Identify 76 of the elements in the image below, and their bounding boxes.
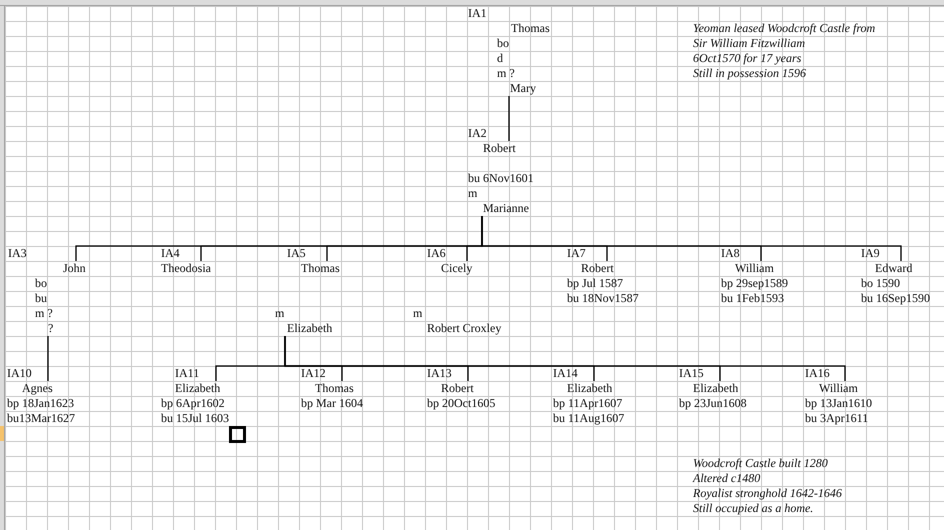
descent-line [284,336,846,381]
person-name: Elizabeth [567,381,612,396]
record-id: IA11 [175,366,200,381]
record-id: IA4 [161,246,180,261]
record-id: IA14 [553,366,578,381]
history-note: Still in possession 1596 [693,66,806,81]
record-id: m ? [35,306,53,321]
descent-line [481,216,902,261]
person-name: John [63,261,86,276]
history-note: Altered c1480 [693,471,760,486]
record-id: IA6 [427,246,446,261]
history-note: Royalist stronghold 1642-1646 [693,486,842,501]
record-id: m [275,306,284,321]
person-name: Agnes [22,381,53,396]
record-id: m ? [497,66,515,81]
date-entry: bp Jul 1587 [567,276,624,291]
record-id: IA7 [567,246,586,261]
record-id: IA5 [287,246,306,261]
record-id: m [413,306,422,321]
person-name: Elizabeth [693,381,738,396]
person-name: Robert Croxley [427,321,502,336]
descent-line [508,96,510,141]
person-name: Thomas [315,381,354,396]
history-note: Sir William Fitzwilliam [693,36,806,51]
person-name: Robert [483,141,516,156]
date-entry: bp 23Jun1608 [679,396,747,411]
date-entry: bu 1Feb1593 [721,291,784,306]
record-id: IA9 [861,246,880,261]
person-name: William [735,261,774,276]
record-id: IA13 [427,366,452,381]
record-id: IA15 [679,366,704,381]
descent-line [47,336,49,381]
date-entry: bo [497,36,509,51]
person-name: William [819,381,858,396]
history-note: Woodcroft Castle built 1280 [693,456,828,471]
record-id: IA10 [7,366,32,381]
record-id: IA2 [468,126,487,141]
history-note: Still occupied as a home. [693,501,814,516]
record-id: IA3 [8,246,27,261]
date-entry: d [497,51,503,66]
date-entry: bp 6Apr1602 [161,396,225,411]
date-entry: bp 13Jan1610 [805,396,872,411]
date-entry: bp Mar 1604 [301,396,363,411]
record-id: IA16 [805,366,830,381]
person-name: Elizabeth [175,381,220,396]
person-name: Theodosia [161,261,211,276]
date-entry: bo 1590 [861,276,900,291]
history-note: Yeoman leased Woodcroft Castle from [693,21,876,36]
person-name: Mary [510,81,536,96]
date-entry: bu 18Nov1587 [567,291,639,306]
date-entry: bu 11Aug1607 [553,411,624,426]
date-entry: bp 11Apr1607 [553,396,622,411]
person-name: Edward [875,261,912,276]
person-name: Thomas [301,261,340,276]
date-entry: bp 29sep1589 [721,276,788,291]
date-entry: bu 15Jul 1603 [161,411,230,426]
history-note: 6Oct1570 for 17 years [693,51,802,66]
date-entry: bu 16Sep1590 [861,291,930,306]
record-id: IA12 [301,366,326,381]
date-entry: bo [35,276,47,291]
person-name: Robert [581,261,614,276]
record-id: m [468,186,478,201]
person-name: Cicely [441,261,472,276]
date-entry: bu13Mar1627 [7,411,75,426]
date-entry: bu 3Apr1611 [805,411,868,426]
person-name: Marianne [483,201,529,216]
person-name: ? [48,321,54,336]
person-name: Thomas [511,21,550,36]
date-entry: bp 20Oct1605 [427,396,496,411]
person-name: Elizabeth [287,321,332,336]
record-id: IA8 [721,246,740,261]
date-entry: bu [35,291,47,306]
person-name: Robert [441,381,474,396]
record-id: IA1 [468,6,487,21]
date-entry: bu 6Nov1601 [468,171,534,186]
date-entry: bp 18Jan1623 [7,396,74,411]
